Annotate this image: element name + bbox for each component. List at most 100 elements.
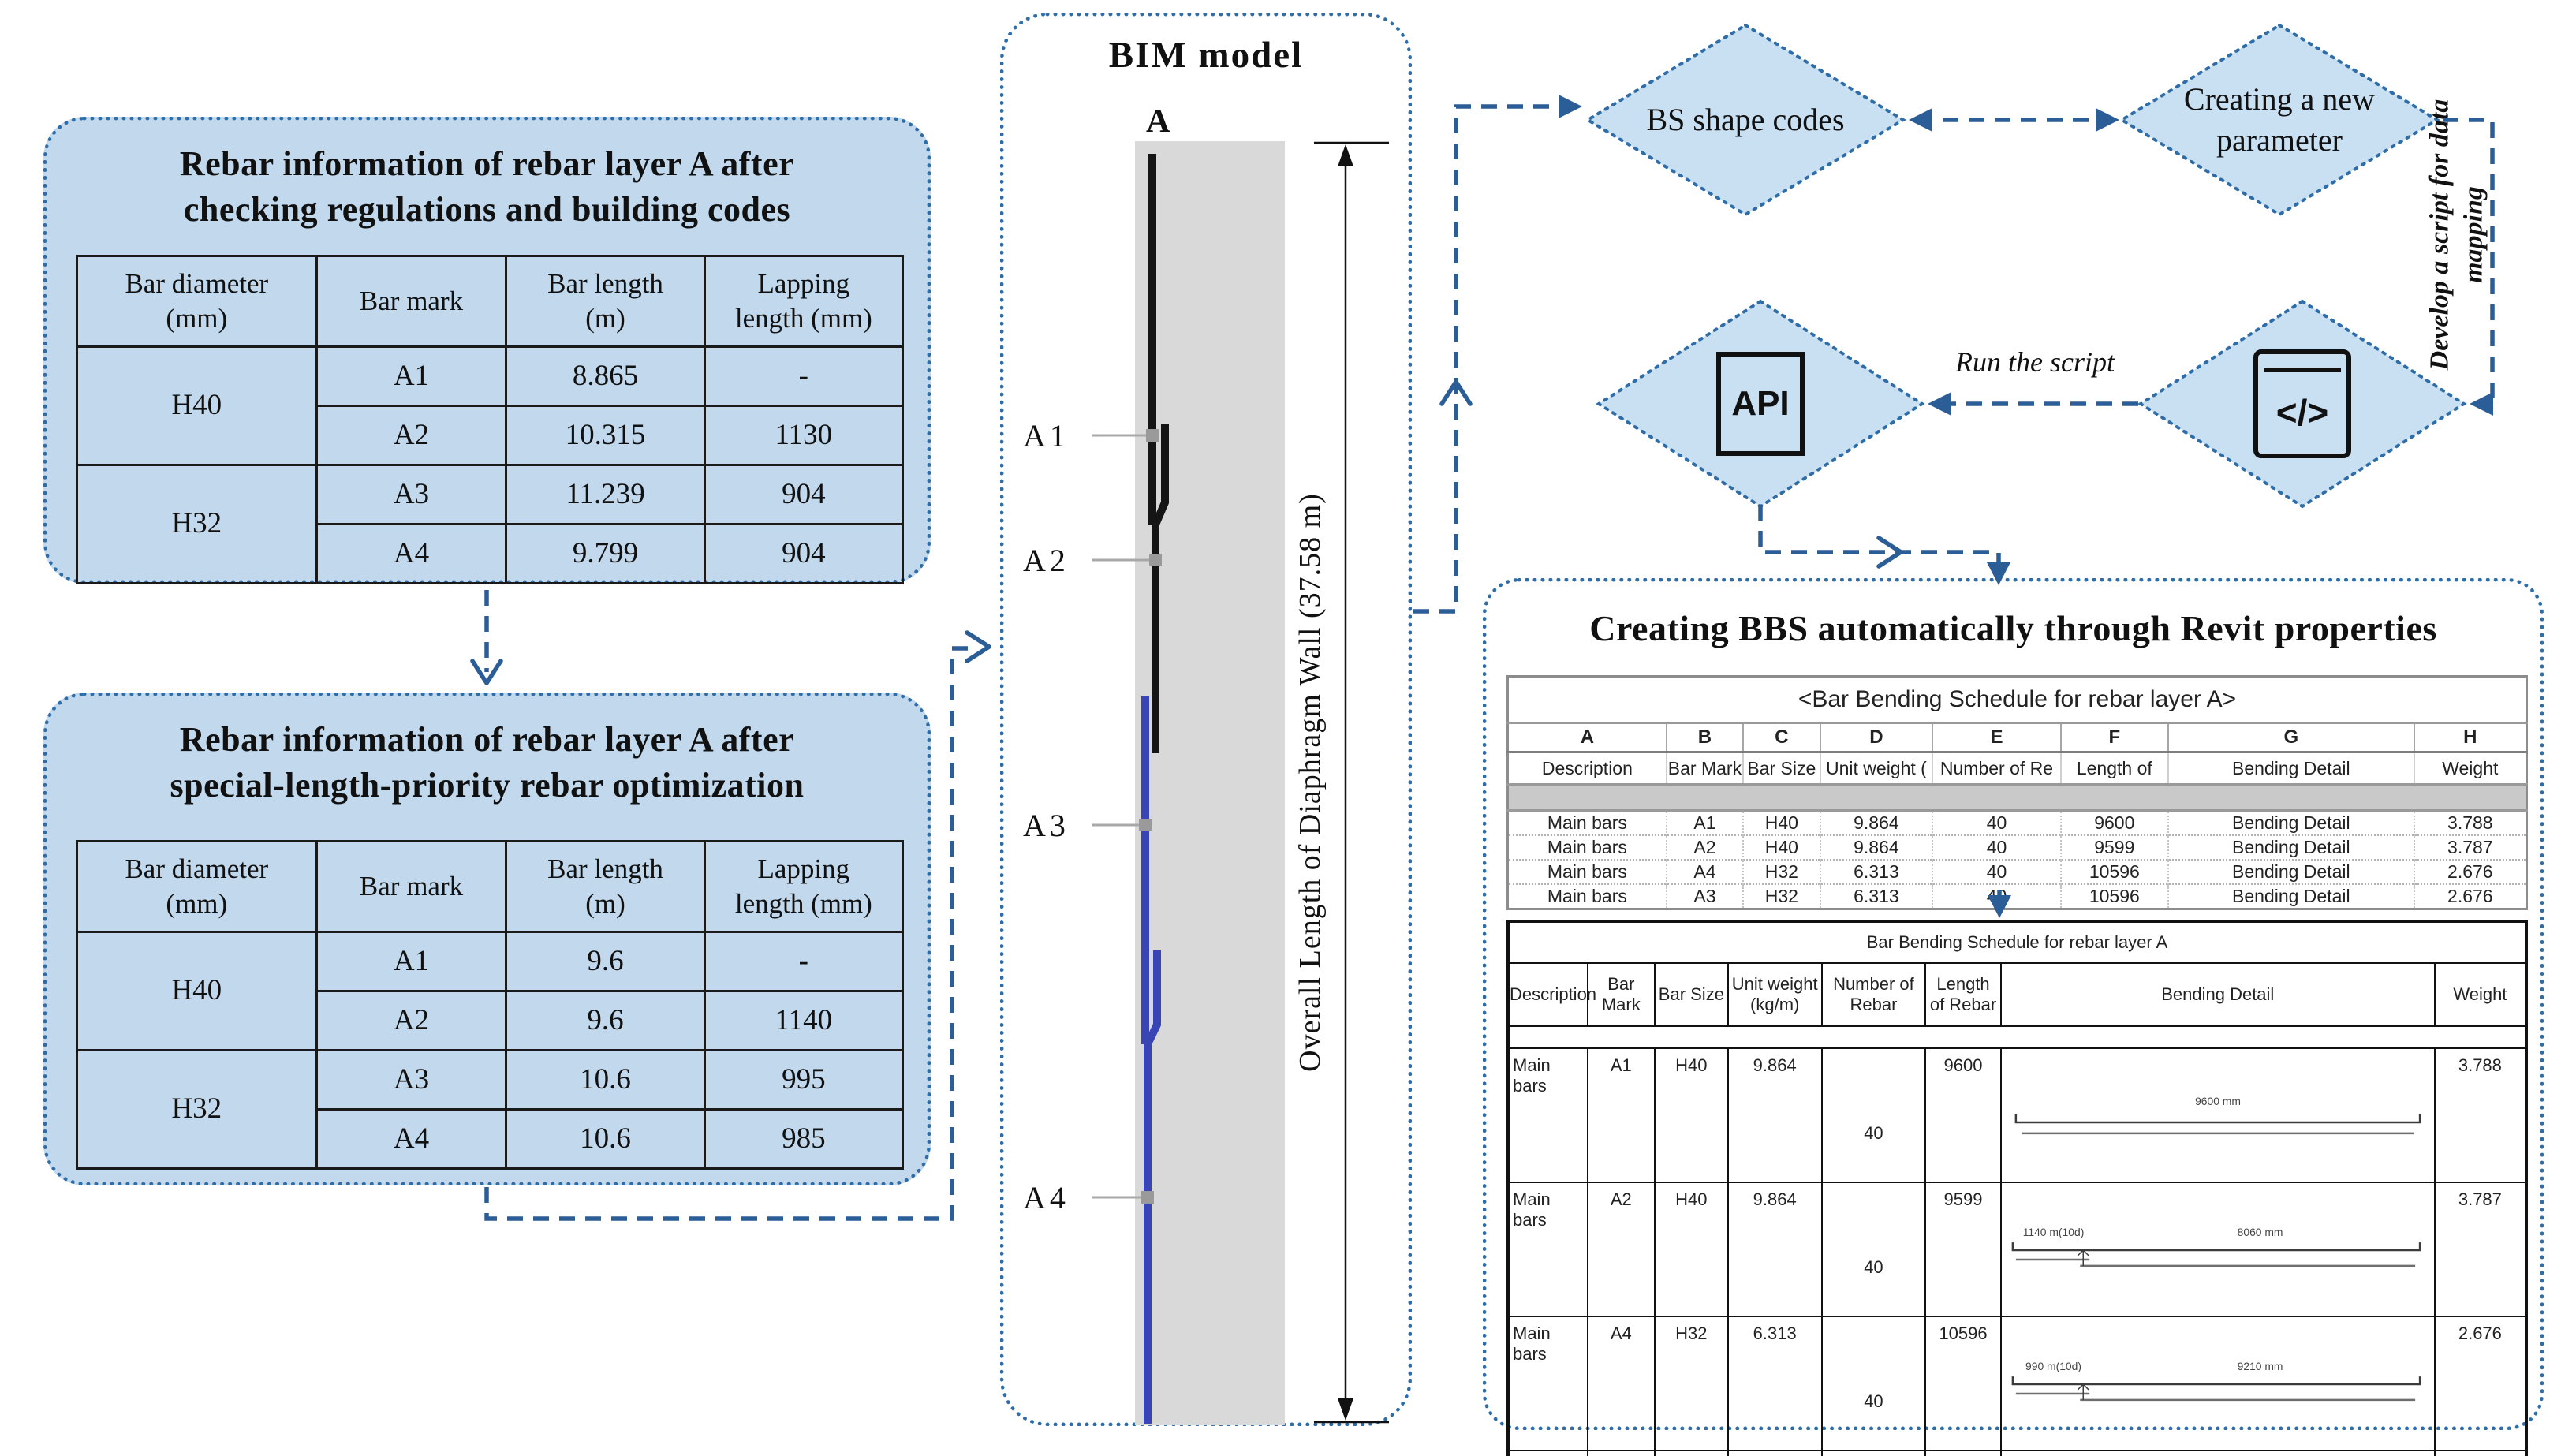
schedule-column-letter: E: [1932, 722, 2062, 753]
bar-mark-cell: A3: [1586, 1450, 1656, 1456]
col-header-bar-mark: Bar mark: [315, 840, 508, 933]
rebar-info-table-1: Bar diameter (mm) Bar mark Bar length (m…: [76, 255, 905, 584]
api-icon-text: API: [1731, 384, 1790, 424]
bar-label-a2: A2: [1023, 543, 1070, 578]
bim-model-title: BIM model: [1108, 35, 1304, 76]
schedule-cell: 9.864: [1820, 834, 1934, 860]
bar-size-cell: H40: [1653, 1047, 1729, 1183]
bar-length-cell: 10.315: [505, 405, 706, 466]
bbs-section-title: Creating BBS automatically through Revit…: [1589, 608, 2437, 648]
svg-text:9600 mm: 9600 mm: [2195, 1095, 2241, 1107]
lapping-length-cell: -: [703, 345, 905, 407]
code-icon-titlebar: [2264, 358, 2341, 372]
schedule-column-letter: D: [1819, 722, 1934, 753]
bar-length-cell: 9.6: [505, 931, 706, 992]
bar-label-a1: A1: [1023, 418, 1070, 454]
lapping-length-cell: 904: [703, 523, 905, 584]
develop-script-label: Develop a script for data mapping: [2425, 99, 2488, 371]
svg-text:9210 mm: 9210 mm: [2237, 1360, 2283, 1372]
bar-length-cell: 11.239: [505, 464, 706, 525]
schedule-cell: 9.864: [1820, 809, 1934, 835]
rebar-info-table-2: Bar diameter (mm) Bar mark Bar length (m…: [76, 840, 905, 1170]
bbs-section-box: Creating BBS automatically through Revit…: [1483, 578, 2544, 1456]
lapping-length-cell: 1140: [703, 990, 905, 1051]
schedule-column-letter: B: [1665, 722, 1745, 753]
schedule-empty-row: [1507, 784, 2527, 812]
col-header-lapping-length: Lapping length (mm): [703, 840, 905, 933]
schedule-cell: 40: [1932, 834, 2062, 860]
schedule-cell: H40: [1743, 809, 1821, 835]
description-cell: Main bars: [1507, 1047, 1588, 1183]
bending-detail-cell: 1140 m(10d) 8060 mm: [1999, 1182, 2436, 1317]
bar-diameter-cell: H32: [76, 464, 318, 584]
bending-detail-cell: 1000 m(10d)9200 mm: [1999, 1450, 2436, 1456]
bending-detail-diagram: 9600 mm: [2014, 1095, 2421, 1135]
schedule-column-letter: G: [2167, 722, 2415, 753]
weight-cell: 3.787: [2433, 1182, 2528, 1317]
weight-cell: 2.676: [2433, 1316, 2528, 1451]
flow-node-label: API: [1595, 297, 1926, 510]
schedule-column-header: Bar Mark: [1666, 752, 1745, 786]
schedule-cell: Bending Detail: [2167, 883, 2415, 909]
schedule-cell: 9599: [2060, 834, 2169, 860]
detail-caption: Bar Bending Schedule for rebar layer A: [1507, 920, 2527, 964]
bar-length-cell: 9.6: [505, 990, 706, 1051]
lapping-length-cell: 1130: [703, 405, 905, 466]
flow-node-bs-shape-codes: BS shape codes: [1584, 21, 1907, 218]
schedule-cell: H32: [1743, 859, 1821, 884]
schedule-cell: H40: [1743, 834, 1821, 860]
box-title: Rebar information of rebar layer A after…: [47, 717, 927, 808]
schedule-cell: Bending Detail: [2167, 834, 2415, 860]
col-header-bar-diameter: Bar diameter (mm): [76, 255, 318, 348]
bar-mark-cell: A3: [315, 464, 508, 525]
bar-length-cell: 9.799: [505, 523, 706, 584]
bar-mark-cell: A2: [1586, 1182, 1656, 1317]
lapping-length-cell: 985: [703, 1108, 905, 1170]
lapping-length-cell: 904: [703, 464, 905, 525]
bar-mark-cell: A2: [315, 405, 508, 466]
bar-size-cell: H32: [1653, 1450, 1729, 1456]
bar-length-cell: 10.6: [505, 1108, 706, 1170]
bending-detail-cell: 990 m(10d)9210 mm: [1999, 1316, 2436, 1451]
schedule-column-header: Unit weight (: [1820, 752, 1934, 786]
unit-weight-cell: 9.864: [1727, 1182, 1823, 1317]
length-of-rebar-cell: 9600: [1924, 1047, 2002, 1183]
col-header-lapping-length: Lapping length (mm): [703, 255, 905, 348]
bar-mark-cell: A3: [315, 1049, 508, 1111]
flow-node-label: </>: [2137, 297, 2468, 510]
svg-text:1140 m(10d): 1140 m(10d): [2022, 1226, 2084, 1238]
svg-text:8060 mm: 8060 mm: [2237, 1226, 2283, 1238]
unit-weight-cell: 6.313: [1727, 1316, 1823, 1451]
bar-size-cell: H40: [1653, 1182, 1729, 1317]
schedule-cell: Main bars: [1507, 883, 1667, 909]
header-row: Bar diameter (mm) Bar mark Bar length (m…: [76, 840, 905, 933]
bending-detail-diagram: 1140 m(10d) 8060 mm: [2011, 1226, 2421, 1267]
detail-column-header: Number of Rebar: [1820, 962, 1927, 1027]
schedule-cell: 40: [1932, 883, 2062, 909]
schedule-column-letter: F: [2059, 722, 2169, 753]
bending-detail-cell: 9600 mm: [1999, 1047, 2436, 1183]
schedule-column-letter: A: [1506, 722, 1667, 753]
bar-label-a3: A3: [1023, 808, 1070, 843]
lapping-length-cell: 995: [703, 1049, 905, 1111]
box-title: Rebar information of rebar layer A after…: [47, 141, 927, 233]
box-title-line2: special-length-priority rebar optimizati…: [170, 766, 805, 805]
bar-mark-cell: A1: [1586, 1047, 1656, 1183]
detail-caption-row: Bar Bending Schedule for rebar layer A: [1507, 920, 2527, 964]
rebar-info-box-regulations: Rebar information of rebar layer A after…: [43, 117, 931, 584]
description-cell: Main bars: [1507, 1450, 1588, 1456]
header-row: Bar diameter (mm) Bar mark Bar length (m…: [76, 255, 905, 348]
schedule-cell: 10596: [2060, 859, 2169, 884]
weight-cell: 3.788: [2433, 1047, 2528, 1183]
schedule-cell: 9600: [2060, 809, 2169, 835]
